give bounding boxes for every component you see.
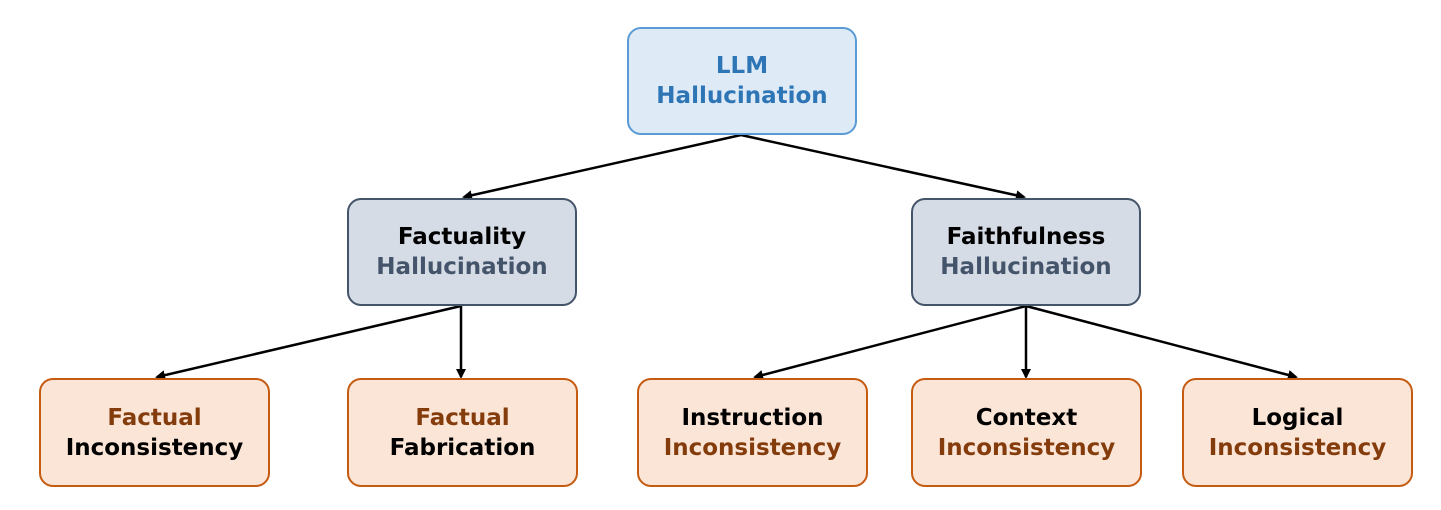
leaf-node-line1: Factual — [107, 404, 202, 431]
leaf-node-line2: Inconsistency — [65, 434, 244, 461]
category-node-line1: Faithfulness — [946, 224, 1106, 250]
arrow-root-to-factuality — [462, 133, 742, 201]
leaf-node-logical-inconsistency: Logical Inconsistency — [1182, 378, 1413, 487]
leaf-node-line1: Instruction — [681, 404, 824, 431]
category-node-line2: Hallucination — [940, 254, 1112, 280]
leaf-node-line2: Inconsistency — [1208, 434, 1387, 461]
leaf-node-line1: Logical — [1251, 404, 1344, 431]
category-node-faithfulness-hallucination: Faithfulness Hallucination — [911, 198, 1141, 306]
arrow-factuality-to-factual-inconsistency — [155, 304, 462, 381]
leaf-node-line2: Inconsistency — [663, 434, 842, 461]
arrow-faithfulness-to-logical-inconsistency — [1025, 304, 1298, 380]
leaf-node-instruction-inconsistency: Instruction Inconsistency — [637, 378, 868, 487]
category-node-factuality-hallucination: Factuality Hallucination — [347, 198, 577, 306]
arrow-faithfulness-to-instruction-inconsistency — [753, 304, 1027, 380]
category-node-line1: Factuality — [397, 224, 527, 250]
root-node-llm-hallucination: LLM Hallucination — [627, 27, 857, 135]
root-node-line2: Hallucination — [656, 83, 828, 109]
arrow-root-to-faithfulness — [740, 133, 1026, 201]
leaf-node-line1: Factual — [415, 404, 510, 431]
leaf-node-line2: Inconsistency — [937, 434, 1116, 461]
leaf-node-line2: Fabrication — [389, 434, 536, 461]
category-node-line2: Hallucination — [376, 254, 548, 280]
leaf-node-line1: Context — [975, 404, 1078, 431]
leaf-node-factual-fabrication: Factual Fabrication — [347, 378, 578, 487]
leaf-node-context-inconsistency: Context Inconsistency — [911, 378, 1142, 487]
root-node-line1: LLM — [715, 53, 769, 79]
leaf-node-factual-inconsistency: Factual Inconsistency — [39, 378, 270, 487]
